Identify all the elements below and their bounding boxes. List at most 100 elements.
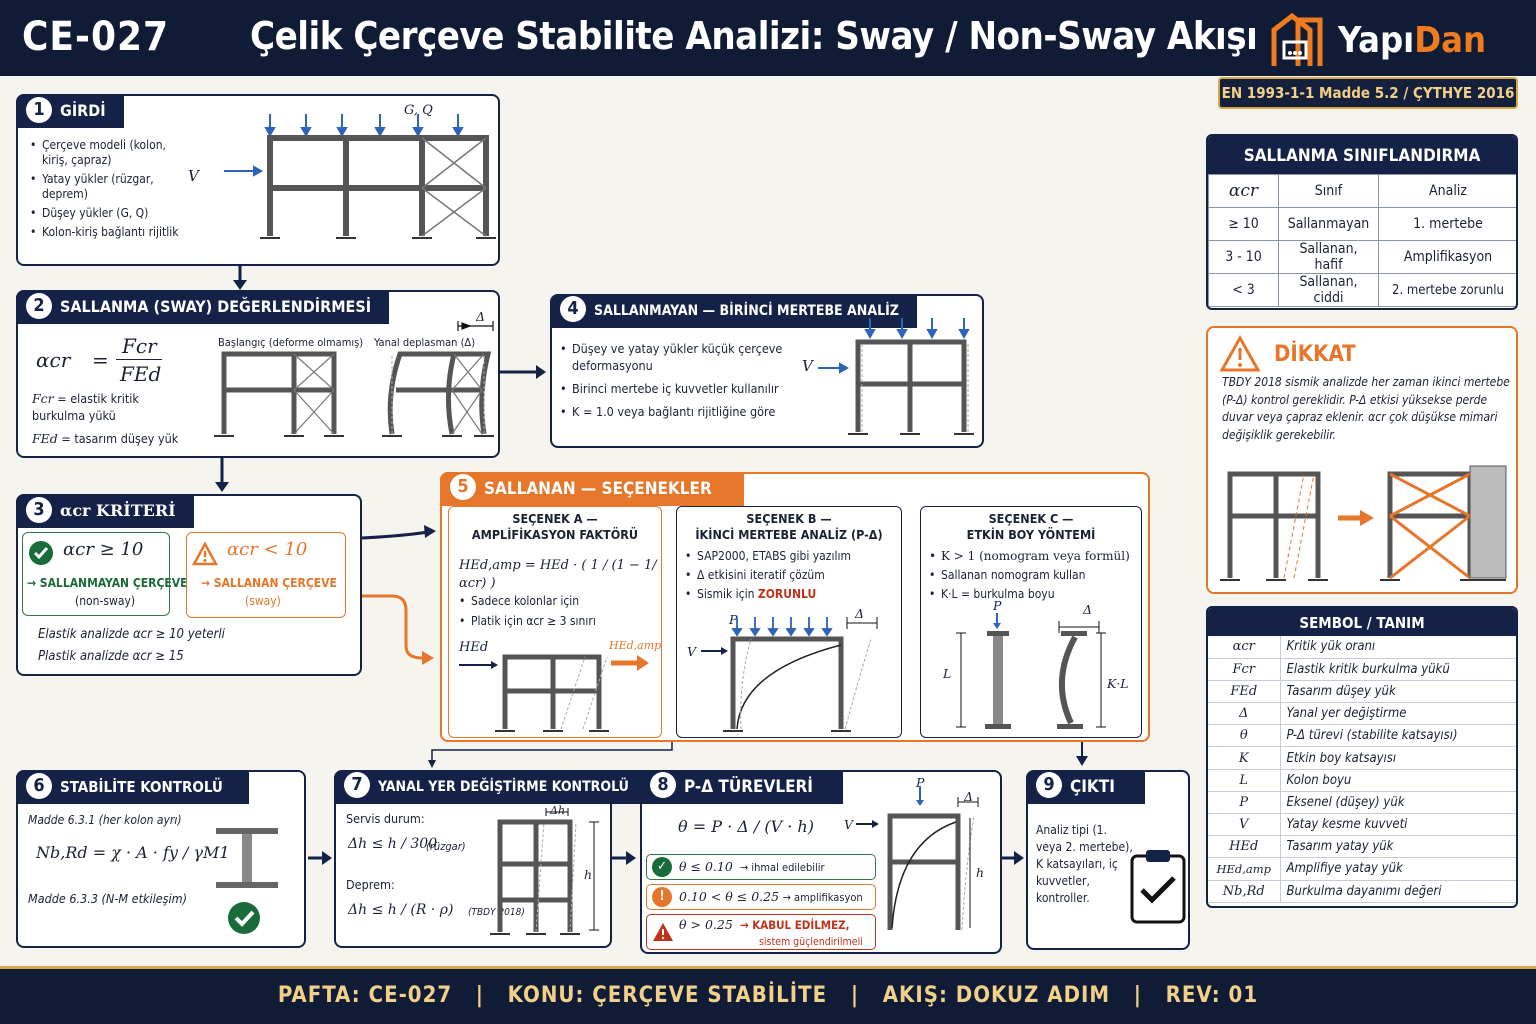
seismic-label: Deprem: — [346, 877, 395, 892]
fig-displaced-caption: Yanal deplasman (Δ) — [374, 336, 476, 349]
load-v-label: V — [802, 357, 813, 375]
check-circle-icon — [228, 902, 260, 934]
brand-logo: YapıDan — [1268, 6, 1508, 72]
step1-header: 1 GİRDİ — [16, 94, 124, 128]
arrow-curve-icon — [362, 594, 434, 665]
list-item: Sadece kolonlar için — [459, 593, 659, 609]
list-item: Δ etkisini iteratif çözüm — [685, 568, 899, 583]
warning-title: DİKKAT — [1274, 342, 1356, 367]
step8-title: P-Δ TÜREVLERİ — [684, 777, 813, 797]
step3-title: αcr KRİTERİ — [60, 501, 176, 520]
step2-def1: Fcr = elastik kritik burkulma yükü — [32, 391, 139, 423]
footer-text: PAFTA: CE-027 | KONU: ÇERÇEVE STABİLİTE … — [277, 983, 1259, 1008]
list-item: Yatay yükler (rüzgar, deprem) — [30, 172, 180, 202]
v-label: V — [844, 817, 854, 832]
step1-title: GİRDİ — [60, 101, 106, 120]
service-label: Servis durum: — [346, 811, 425, 826]
dh-label: Δh — [550, 804, 566, 817]
header-bar: CE-027 Çelik Çerçeve Stabilite Analizi: … — [0, 0, 1536, 76]
strengthening-diagram — [1220, 465, 1507, 581]
list-item: K·L = burkulma boyu — [929, 587, 1139, 602]
step7-title: YANAL YER DEĞİŞTİRME KONTROLÜ — [378, 779, 629, 795]
option-b-list: SAP2000, ETABS gibi yazılım Δ etkisini i… — [685, 549, 899, 606]
list-item: Platik için αcr ≥ 3 sınırı — [459, 613, 659, 629]
check-circle-icon: ✓ — [652, 857, 672, 877]
step6-title: STABİLİTE KONTROLÜ — [60, 778, 223, 796]
drift-formula-2: Δh ≤ h / (R · ρ) — [348, 902, 454, 918]
warn-sub: (sway) — [245, 594, 281, 608]
list-item: Düşey yükler (G, Q) — [30, 206, 180, 221]
option-b-frame-diagram — [701, 617, 878, 732]
warning-triangle-icon — [1219, 334, 1261, 372]
arrow-right-icon — [1002, 851, 1024, 865]
sway-frames-diagram — [214, 321, 494, 437]
list-item: Çerçeve modeli (kolon, kiriş, çapraz) — [30, 138, 180, 168]
option-b-card: SEÇENEK B —İKİNCİ MERTEBE ANALİZ (P-Δ) S… — [676, 506, 902, 738]
list-item: Kolon-kiriş bağlantı rijitlik — [30, 225, 180, 240]
drift-formula-1: Δh ≤ h / 300 — [348, 836, 438, 852]
footer-flow: AKIŞ: DOKUZ ADIM — [882, 983, 1111, 1008]
fig-initial-caption: Başlangıç (deforme olmamış) — [218, 336, 364, 349]
option-c-title: SEÇENEK C —ETKİN BOY YÖNTEMİ — [966, 511, 1096, 542]
symbols-title: SEMBOL / TANIM — [1208, 608, 1516, 636]
standard-badge: EN 1993-1-1 Madde 5.2 / ÇYTHYE 2016 — [1218, 77, 1518, 109]
list-item: Sallanan nomogram kullan — [929, 568, 1139, 583]
footer-sheet: PAFTA: CE-027 — [277, 983, 453, 1008]
load-gq-label: G, Q — [404, 103, 433, 118]
step2-def2: FEd = tasarım düşey yük — [32, 431, 179, 446]
option-a-formula: HEd,amp = HEd · ( 1 / (1 − 1/αcr) ) — [459, 558, 657, 591]
building-logo-icon — [1271, 12, 1323, 66]
arrow-down-icon — [233, 264, 247, 290]
ok-result: → SALLANMAYAN ÇERÇEVE — [27, 576, 188, 590]
step6-formula: Nb,Rd = χ · A · fy / γM1 — [36, 843, 230, 862]
footer-rev: REV: 01 — [1165, 983, 1259, 1008]
i-beam-section-icon — [216, 828, 278, 888]
footer-topic: KONU: ÇERÇEVE STABİLİTE — [507, 983, 828, 1008]
arrow-right-icon — [612, 851, 636, 865]
arrow-right-icon — [308, 851, 332, 865]
ok-condition: αcr ≥ 10 — [63, 539, 144, 560]
arrow-down-icon — [1076, 742, 1088, 766]
warning-text: TBDY 2018 sismik analizde her zaman ikin… — [1222, 375, 1510, 442]
non-sway-card: αcr ≥ 10 → SALLANMAYAN ÇERÇEVE (non-sway… — [22, 532, 188, 616]
logo-text-yapi: Yapı — [1338, 20, 1415, 61]
list-item: Birinci mertebe iç kuvvetler kullanılır — [560, 380, 786, 397]
theta-row-amplify: !0.10 < θ ≤ 0.25 → amplifikasyon — [646, 884, 876, 910]
page-title: Çelik Çerçeve Stabilite Analizi: Sway / … — [250, 14, 1258, 58]
delta-label: Δ — [964, 789, 974, 804]
step1-number: 1 — [26, 96, 52, 123]
pdelta-frame-diagram — [856, 786, 979, 931]
delta-label: Δ — [855, 606, 865, 621]
drift-note-2: (TBDY 2018) — [468, 907, 525, 918]
delta-label: Δ — [476, 309, 486, 324]
warn-result: → SALLANAN ÇERÇEVE — [201, 576, 337, 590]
drift-note-1: (rüzgar) — [426, 840, 466, 853]
step6-line2: Madde 6.3.3 (N-M etkileşim) — [28, 891, 188, 906]
theta-row-ok: ✓θ ≤ 0.10 → ihmal edilebilir — [646, 854, 876, 880]
exclamation-circle-icon: ! — [652, 887, 672, 907]
warning-panel: DİKKAT TBDY 2018 sismik analizde her zam… — [1206, 326, 1518, 594]
step1-input-panel: 1 GİRDİ Çerçeve modeli (kolon, kiriş, çap… — [16, 94, 500, 266]
option-a-card: SEÇENEK A —AMPLİFİKASYON FAKTÖRÜ HEd,amp… — [448, 506, 662, 738]
option-c-column-diagram — [956, 613, 1106, 729]
option-c-list: K > 1 (nomogram veya formül) Sallanan no… — [929, 549, 1139, 606]
logo-text-dan: Dan — [1414, 20, 1487, 61]
sway-card: αcr < 10 → SALLANAN ÇERÇEVE (sway) — [186, 532, 346, 618]
step1-list: Çerçeve modeli (kolon, kiriş, çapraz) Ya… — [30, 138, 180, 244]
p-label: P — [916, 775, 925, 790]
list-item: K = 1.0 veya bağlantı rijitliğine göre — [560, 403, 786, 420]
step6-line1: Madde 6.3.1 (her kolon ayrı) — [28, 813, 182, 827]
warning-triangle-icon — [191, 541, 219, 566]
warning-triangle-icon — [653, 923, 673, 941]
arrow-down-icon — [428, 742, 673, 768]
footer-bar: PAFTA: CE-027 | KONU: ÇERÇEVE STABİLİTE … — [0, 966, 1536, 1024]
